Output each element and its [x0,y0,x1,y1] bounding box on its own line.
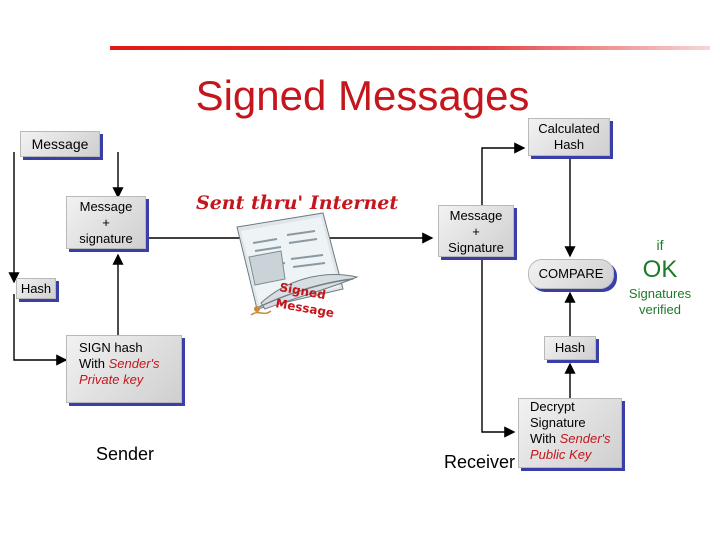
sender-hash-label: Hash [20,281,52,296]
receiver-hash-box: Hash [544,336,596,360]
decrypt-line4: Public Key [530,447,592,462]
decrypt-line3: With Sender's [530,431,611,446]
message-sig-line3: signature [79,231,133,246]
sender-label: Sender [96,444,155,464]
sign-hash-box: SIGN hash With Sender's Private key [66,335,182,403]
decrypt-signature-box: Decrypt Signature With Sender's Public K… [518,398,622,468]
title-decoration-line [110,46,710,50]
message-sig-line2: + [102,215,110,230]
receiver-message-sig-line2: + [472,224,480,239]
result-line2: verified [639,302,681,317]
wire-hash-to-sign [13,294,68,366]
sent-thru-internet-label: Sent thru' Internet [196,192,399,214]
receiver-message-sig-line1: Message [449,208,503,223]
result-ok: OK [642,256,678,283]
result-line1: Signatures [628,286,692,301]
result-if: if [656,237,664,253]
decrypt-line2: Signature [530,415,586,430]
message-box: Message [20,131,100,157]
sign-line3: Private key [79,372,144,387]
page-title: Signed Messages [195,72,530,119]
signed-message-illustration: Signed Message [225,205,365,335]
calculated-hash-box: Calculated Hash [528,118,610,156]
receiver-label: Receiver [444,452,516,472]
sign-line1: SIGN hash [79,340,143,355]
sender-hash-box: Hash [16,278,56,299]
receiver-message-signature-box: Message + Signature [438,205,514,257]
wire-message-to-decrypt [481,253,516,438]
compare-box: COMPARE [528,259,614,289]
receiver-hash-label: Hash [554,340,586,355]
receiver-message-sig-line3: Signature [448,240,504,255]
sign-line2: With Sender's [79,356,160,371]
calc-hash-line1: Calculated [538,121,600,136]
calc-hash-line2: Hash [553,137,585,152]
message-sig-line1: Message [79,199,133,214]
message-label: Message [31,136,89,152]
decrypt-line1: Decrypt [530,399,575,414]
result-signatures-verified: Signatures verified [620,286,700,318]
compare-label: COMPARE [538,266,604,281]
illustration-message-text: Message [274,296,335,320]
document-quill-icon: Signed Message [236,212,359,320]
message-signature-box: Message + signature [66,196,146,249]
